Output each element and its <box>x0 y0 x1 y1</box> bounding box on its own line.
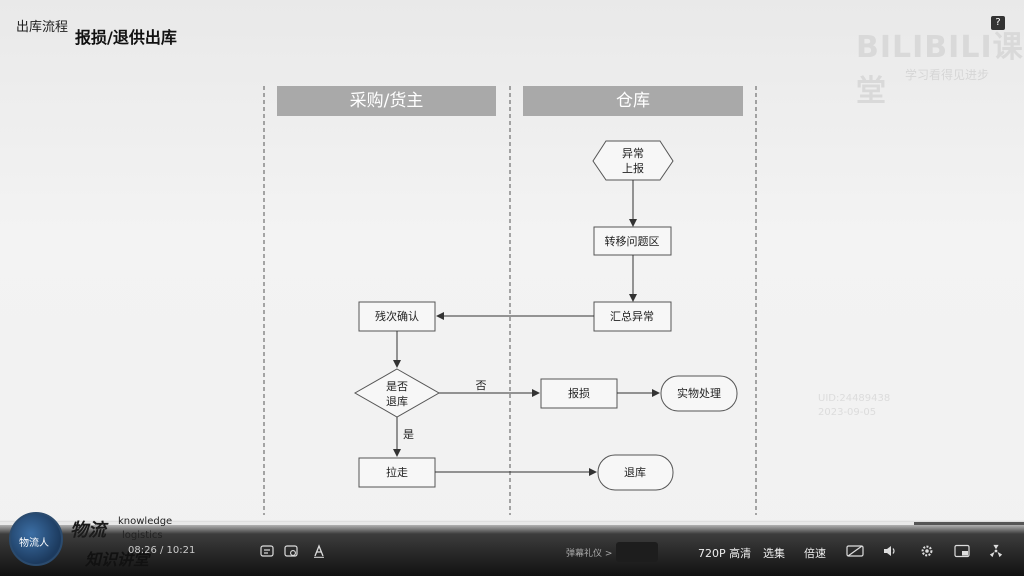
danmaku-toggle-icon[interactable] <box>260 544 274 558</box>
player-control-bar <box>0 520 1024 576</box>
node-transfer-problem-area-text: 转移问题区 <box>605 234 660 248</box>
uid-watermark-line1: UID:24489438 <box>818 393 891 404</box>
watermark-subtitle: 学习看得见进步 <box>905 68 990 82</box>
node-summarize-abnormal-text: 汇总异常 <box>610 309 654 323</box>
episodes-button[interactable]: 选集 <box>763 547 785 560</box>
playback-time: 08:26 / 10:21 <box>128 545 196 556</box>
node-defect-confirm <box>358 301 436 332</box>
page-title: 报损/退供出库 <box>75 28 177 47</box>
node-abnormal-report-text-1: 异常 <box>622 147 644 160</box>
progress-bar-fill <box>0 522 914 525</box>
channel-logo-badge: 物流人 <box>19 538 49 549</box>
node-pull-away <box>358 457 436 488</box>
speed-button[interactable]: 倍速 <box>804 547 826 560</box>
lane-header-purchaser: 采购/货主 <box>277 86 496 116</box>
node-return-stock <box>597 454 674 491</box>
danmaku-etiquette-link[interactable]: 弹幕礼仪 > <box>566 549 613 559</box>
logo-text-cn-1: 物流 <box>70 520 106 541</box>
node-transfer-problem-area <box>593 226 672 256</box>
node-decision-return <box>353 368 441 418</box>
danmaku-off-icon[interactable] <box>846 544 864 558</box>
node-return-stock-text: 退库 <box>624 466 646 479</box>
node-pull-away-text: 拉走 <box>386 465 408 479</box>
font-style-icon[interactable] <box>312 544 326 558</box>
node-abnormal-report <box>592 140 674 181</box>
breadcrumb: 出库流程 <box>16 20 69 35</box>
help-icon[interactable]: ? <box>991 16 1005 30</box>
node-summarize-abnormal <box>593 301 672 332</box>
node-physical-handling-text: 实物处理 <box>677 386 721 400</box>
node-decision-text-1: 是否 <box>386 380 408 393</box>
edge-label-yes: 是 <box>403 428 414 441</box>
watermark-logo: BILIBILI课堂 <box>856 30 1024 109</box>
picture-in-picture-icon[interactable] <box>954 544 970 558</box>
volume-icon[interactable] <box>882 544 898 558</box>
settings-gear-icon[interactable] <box>919 544 935 558</box>
uid-watermark: UID:24489438 2023-09-05 <box>818 392 890 420</box>
logo-text-en-1: knowledge <box>118 516 173 527</box>
node-defect-confirm-text: 残次确认 <box>375 309 419 323</box>
danmaku-settings-icon[interactable] <box>284 544 298 558</box>
danmaku-input[interactable] <box>616 542 658 562</box>
logo-text-cn-2: 知识讲堂 <box>85 550 150 569</box>
node-decision-text-2: 退库 <box>386 395 408 408</box>
lane-header-warehouse: 仓库 <box>523 86 743 116</box>
fullscreen-icon[interactable] <box>988 544 1004 558</box>
logo-text-en-2: logistics <box>122 530 163 541</box>
node-abnormal-report-text-2: 上报 <box>622 161 644 175</box>
channel-logo: 物流人 <box>9 512 63 566</box>
node-report-loss <box>540 378 618 409</box>
edge-label-no: 否 <box>476 379 487 392</box>
node-report-loss-text: 报损 <box>568 386 590 400</box>
node-physical-handling <box>660 375 738 412</box>
uid-watermark-line2: 2023-09-05 <box>818 407 877 418</box>
quality-button[interactable]: 720P 高清 <box>698 547 752 560</box>
